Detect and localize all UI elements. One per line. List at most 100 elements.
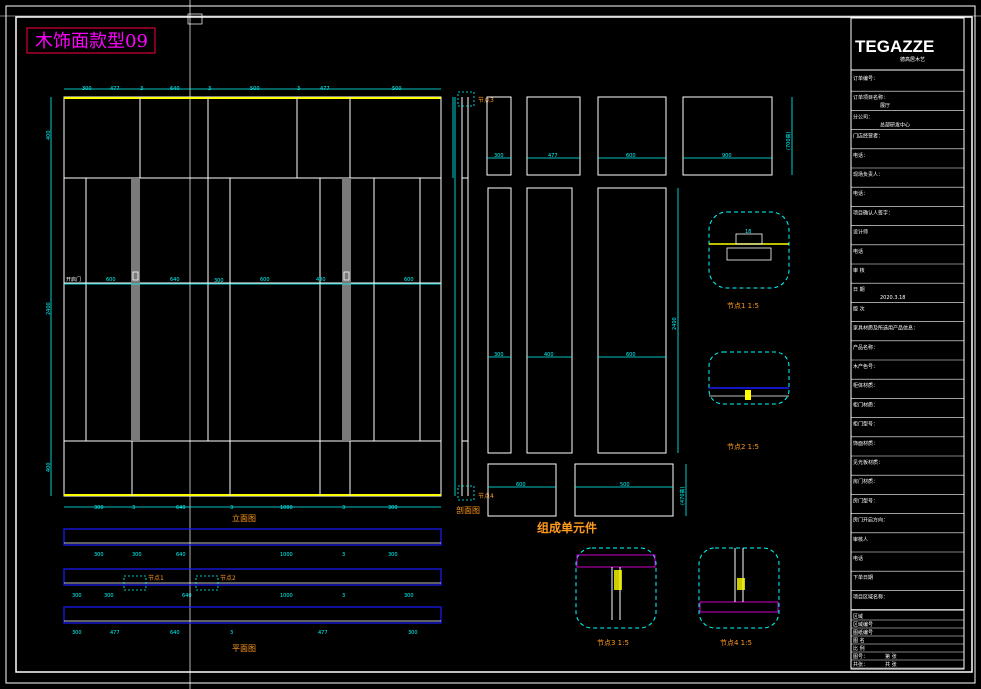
title-block-label: 项目区域名称：: [853, 593, 888, 600]
title-block-label: 柜门材质：: [853, 401, 878, 408]
dim-left-1: 2400: [46, 302, 52, 315]
brand-sub: 德高居木艺: [900, 56, 925, 63]
elevation-dim-top: 300 477 3 640 3 500 3 477 500: [82, 86, 402, 92]
comp-mid-2: 600: [626, 352, 636, 358]
components-label: 组成单元件: [537, 520, 597, 535]
dim-left-0: 400: [46, 130, 52, 140]
elevation-dim-left: 400 2400 400: [46, 130, 52, 472]
title-block-label: 产品名称：: [853, 344, 878, 351]
title-block-label: 电话：: [853, 152, 868, 159]
plan2-dim-5: 300: [404, 593, 414, 599]
panel-gray-left: [131, 178, 140, 441]
title-block-label: 房门开启方向：: [853, 517, 888, 524]
elevation-view: [63, 96, 442, 497]
dim-mid-1: 640: [170, 277, 180, 283]
node4-label: 节点4 1:5: [720, 639, 752, 647]
title-block-value: 2020.3.18: [880, 295, 905, 301]
title-block-label: 饰面材质：: [853, 440, 878, 447]
title-block-label: 电话: [853, 248, 863, 255]
dim-bot-2: 640: [176, 505, 186, 511]
title-block-label: 项目确认人签字：: [853, 209, 893, 216]
title-block-label: 门店经营者：: [853, 133, 883, 140]
section-node4-label: 节点4: [478, 492, 494, 500]
plan1-dim-2: 640: [176, 552, 186, 558]
plan-node2-label: 节点2: [220, 574, 236, 582]
title-block-label: 木产色号：: [853, 363, 878, 370]
plan3-dim-3: 3: [230, 630, 233, 636]
dim-top-6: 3: [297, 86, 300, 92]
title-block-label: 版 次: [853, 305, 865, 312]
plan-view: [63, 528, 442, 624]
plan1-dim-0: 300: [94, 552, 104, 558]
comp-h-2: (470高): [679, 487, 686, 505]
node2-label: 节点2 1:5: [727, 443, 759, 451]
comp-top-3: 900: [722, 153, 732, 159]
comp-top-0: 300: [494, 153, 504, 159]
node4-detail: 节点4 1:5: [698, 547, 780, 647]
outer-border: [5, 5, 976, 684]
plan2-dim-0: 300: [72, 593, 82, 599]
node1-dim: 18: [745, 229, 751, 235]
node1-label: 节点1 1:5: [727, 302, 759, 310]
title-block-value: 展厅: [880, 103, 890, 109]
title-block-label: 房门型号：: [853, 497, 878, 504]
component-dim-text: 300 477 600 900 300 400 600 600 500 (700…: [494, 132, 792, 505]
dim-mid-3: 600: [260, 277, 270, 283]
plan3-dim-4: 477: [318, 630, 328, 636]
node3-detail: 节点3 1:5: [575, 547, 657, 647]
plan3-dim-2: 640: [170, 630, 180, 636]
brand-logo: TEGAZZE: [855, 37, 934, 56]
cursor-box: [187, 13, 203, 25]
node3-label: 节点3 1:5: [597, 639, 629, 647]
dim-bot-0: 300: [94, 505, 104, 511]
footer-label: 区域编号: [853, 621, 873, 628]
node2-detail: 节点2 1:5: [708, 351, 790, 451]
plan2-dim-3: 1000: [280, 593, 293, 599]
title-block-label: 现场负责人：: [853, 171, 883, 178]
comp-top-1: 477: [548, 153, 558, 159]
comp-mid-0: 300: [494, 352, 504, 358]
plan3-dim-0: 300: [72, 630, 82, 636]
dim-top-5: 500: [250, 86, 260, 92]
dim-mid-2: 300: [214, 278, 224, 284]
node1-detail: 18 节点1 1:5: [708, 211, 790, 310]
plan-label: 平面图: [232, 644, 256, 653]
dim-top-0: 300: [82, 86, 92, 92]
footer-label: 共张：: [853, 661, 868, 668]
plan2-dim-2: 640: [182, 593, 192, 599]
comp-bot-0: 600: [516, 482, 526, 488]
dim-top-4: 3: [208, 86, 211, 92]
title-block-label: 设计师: [853, 229, 868, 236]
dim-top-1: 477: [110, 86, 120, 92]
title-block-label: 订单编号：: [853, 75, 878, 82]
title-block-frame: [850, 17, 965, 670]
section-node3-marker: [457, 91, 475, 107]
comp-h-0: (700高): [785, 132, 792, 150]
footer-value: 共 张: [885, 661, 897, 668]
title-block-label: 电话：: [853, 190, 868, 197]
dim-top-3: 640: [170, 86, 180, 92]
plan1-dim-4: 3: [342, 552, 345, 558]
elevation-label: 立面图: [232, 513, 256, 523]
footer-label: 比 例: [853, 645, 865, 652]
title-block-label: 日 期: [853, 287, 865, 293]
section-label: 剖面图: [456, 505, 480, 515]
plan3-dim-1: 477: [110, 630, 120, 636]
inner-border: [15, 16, 973, 673]
title-block-label: 电话: [853, 555, 863, 562]
title-block-label: 柜体材质：: [853, 382, 878, 389]
title-block-label: 审核人: [853, 536, 868, 543]
comp-top-2: 600: [626, 153, 636, 159]
footer-label: 区域: [853, 613, 863, 620]
dim-top-8: 500: [392, 86, 402, 92]
footer-label: 图号：: [853, 654, 868, 660]
plan3-dim-5: 300: [408, 630, 418, 636]
door-seam-label: 开启门: [66, 276, 81, 283]
plan2-dim-4: 3: [342, 593, 345, 599]
handle-left: [132, 271, 139, 281]
component-dims: [487, 97, 793, 516]
dim-left-2: 400: [46, 462, 52, 472]
footer-label: 图纸编号: [853, 629, 873, 636]
elevation-dim-mid: 开启门 600 640 300 600 400 600: [66, 276, 414, 284]
